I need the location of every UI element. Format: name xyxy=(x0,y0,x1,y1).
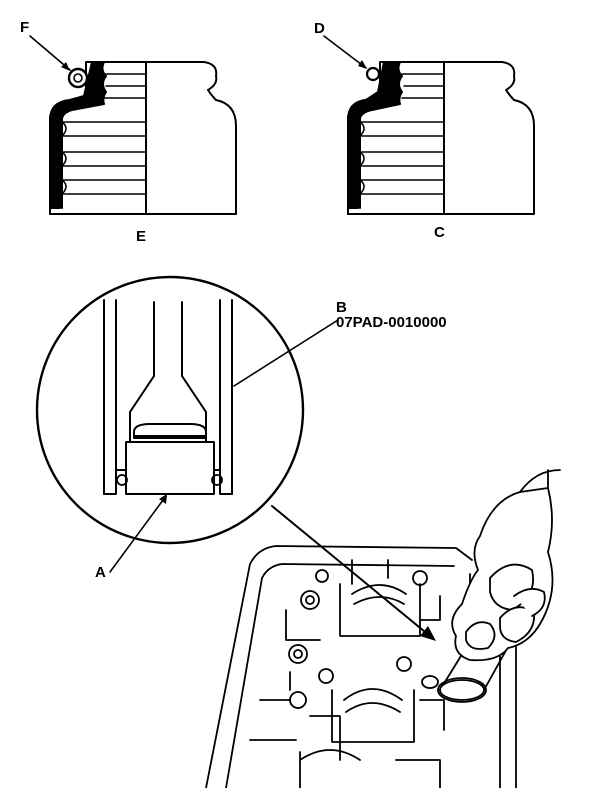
tool-tip-left xyxy=(103,469,127,495)
wrist xyxy=(519,469,561,493)
leader-a xyxy=(109,495,167,573)
seal-e-right-half xyxy=(145,61,237,215)
tool-tip-right xyxy=(213,469,233,495)
boss-2-hole xyxy=(293,649,303,659)
detail-circle-outline xyxy=(35,275,305,545)
installer-tool-tip xyxy=(439,679,485,701)
callout-a: A xyxy=(95,564,106,581)
spring-f-core xyxy=(73,73,83,83)
hand xyxy=(451,469,561,662)
valve-port xyxy=(437,677,487,703)
finger-2 xyxy=(499,606,536,643)
seal-e-body xyxy=(49,61,147,215)
seal-e-diagram xyxy=(29,35,237,215)
tool-lip-right xyxy=(211,474,223,486)
leader-f-arrow xyxy=(61,62,70,71)
spring-f xyxy=(67,67,89,89)
leader-b xyxy=(233,319,339,387)
seal-c-diagram xyxy=(323,35,535,215)
head-outer-frame xyxy=(205,545,473,788)
seal-c-body xyxy=(347,61,445,215)
callout-c: C xyxy=(434,224,445,241)
head-inner-frame xyxy=(225,563,455,788)
journal-2 xyxy=(331,688,415,743)
boss-3 xyxy=(289,691,307,709)
leader-d xyxy=(323,35,367,69)
callout-b: B xyxy=(336,299,347,316)
seal-c-ribs xyxy=(359,73,445,195)
finger-3 xyxy=(513,587,546,617)
head-ribs xyxy=(249,559,445,788)
thumb xyxy=(465,621,496,650)
tool-number: 07PAD-0010000 xyxy=(336,314,447,331)
seal-e-ribs xyxy=(61,73,147,195)
tool-shaft xyxy=(129,301,207,443)
detail-circle xyxy=(35,275,339,573)
boss-1-hole xyxy=(305,595,315,605)
leader-d-arrow xyxy=(358,60,367,69)
detail-connector xyxy=(271,505,431,637)
valve-port-2 xyxy=(421,675,439,689)
spring-d xyxy=(365,66,381,82)
cylinder-head xyxy=(205,545,517,788)
leader-f xyxy=(29,35,71,71)
callout-e: E xyxy=(136,228,147,245)
boss-6 xyxy=(396,656,412,672)
callout-d: D xyxy=(314,20,325,37)
journal-1 xyxy=(339,583,421,637)
boss-7 xyxy=(318,668,334,684)
boss-4 xyxy=(315,569,329,583)
seal-c-right-half xyxy=(443,61,535,215)
boss-5 xyxy=(412,570,428,586)
boss-1 xyxy=(300,590,320,610)
journal-3 xyxy=(299,749,361,788)
boss-2 xyxy=(288,644,308,664)
seal-c-rubber xyxy=(347,61,403,209)
callout-f: F xyxy=(20,19,30,36)
seal-a-body xyxy=(125,441,215,495)
leader-a-arrow xyxy=(159,494,167,504)
tool-sleeve xyxy=(103,299,233,495)
detail-connector-arrow xyxy=(420,626,436,641)
seal-a-top xyxy=(133,423,207,439)
